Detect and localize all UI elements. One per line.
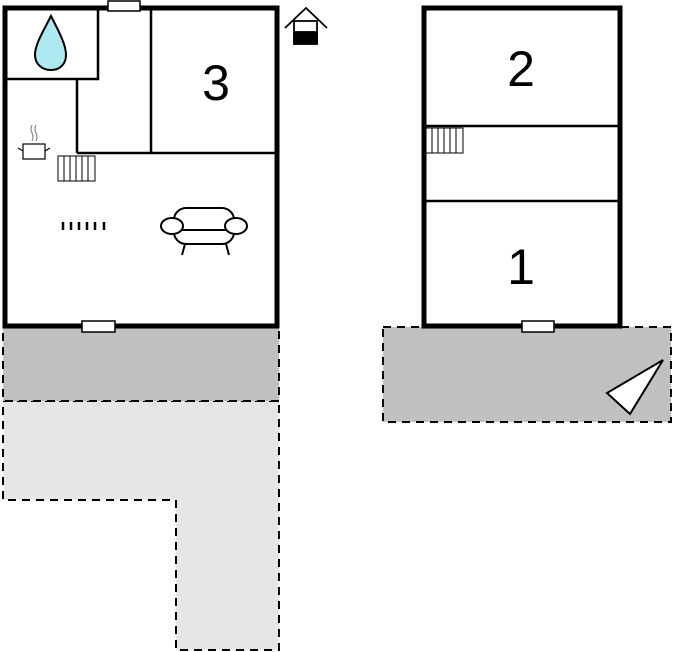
terrace-light-area — [2, 400, 280, 651]
left-terrace — [2, 326, 280, 651]
right-terrace — [382, 326, 672, 423]
bathroom-wall — [3, 6, 100, 81]
terrace-dark-area — [2, 326, 280, 402]
window-icon — [521, 320, 555, 333]
water-drop-icon — [33, 13, 68, 72]
right-building: 2 1 — [421, 5, 623, 333]
radiator-icon — [425, 127, 464, 154]
sofa-icon — [160, 207, 248, 256]
compass-triangle-icon — [605, 359, 664, 416]
outer-wall — [421, 5, 623, 329]
window-icon — [81, 320, 116, 333]
left-building: 3 — [2, 0, 280, 333]
cooking-pot-icon — [17, 124, 51, 160]
radiator-icon — [57, 155, 96, 182]
window-icon — [107, 0, 141, 12]
room-number: 2 — [507, 41, 535, 97]
house-entrance-icon — [284, 6, 328, 45]
stove-heater-icon — [61, 222, 106, 230]
room-number: 1 — [507, 239, 535, 295]
room-number: 3 — [202, 55, 230, 111]
